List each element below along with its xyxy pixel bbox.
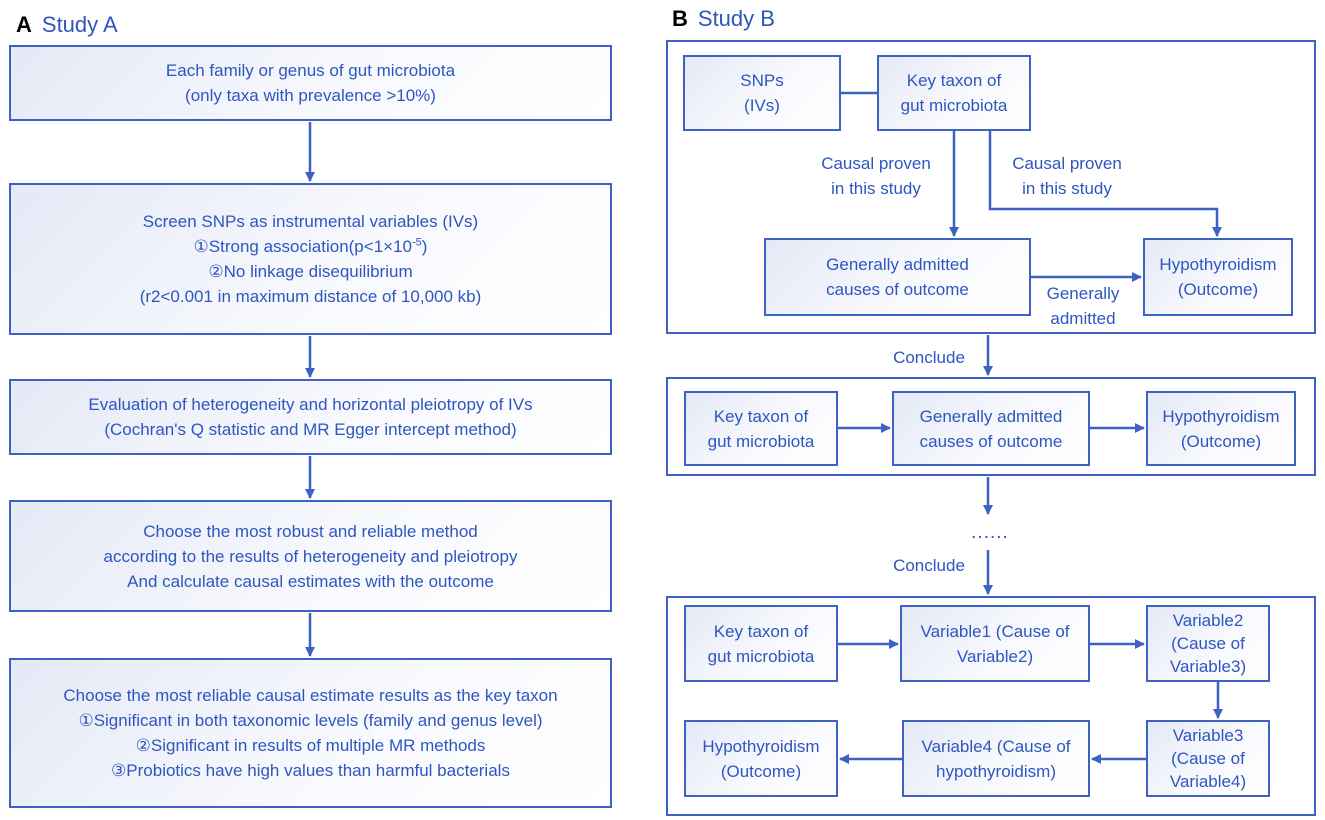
variable1-box: Variable1 (Cause of Variable2) bbox=[900, 605, 1090, 682]
step1-line: Each family or genus of gut microbiota bbox=[165, 61, 456, 80]
admitted-causes-box-top: Generally admitted causes of outcome bbox=[764, 238, 1031, 316]
conclude-label-1: Conclude bbox=[893, 348, 965, 367]
hypothyroidism-line: (Outcome) bbox=[720, 761, 802, 781]
step5-line: ③Probiotics have high values than harmfu… bbox=[111, 761, 510, 780]
hypothyroidism-box-middle: Hypothyroidism (Outcome) bbox=[1146, 391, 1296, 466]
key-taxon-box-middle: Key taxon of gut microbiota bbox=[684, 391, 838, 466]
variable4-line: Variable4 (Cause of bbox=[921, 736, 1071, 756]
generally-admitted-line: Generally bbox=[1046, 284, 1120, 303]
step2-exponent: -5 bbox=[411, 236, 422, 249]
step-evaluate-heterogeneity: Evaluation of heterogeneity and horizont… bbox=[9, 379, 612, 455]
step2-line: ②No linkage disequilibrium bbox=[208, 262, 413, 281]
hypothyroidism-line: Hypothyroidism bbox=[1162, 406, 1280, 426]
step2-line: Screen SNPs as instrumental variables (I… bbox=[142, 212, 479, 231]
key-taxon-line: Key taxon of bbox=[713, 406, 809, 426]
step-choose-key-taxon: Choose the most reliable causal estimate… bbox=[9, 658, 612, 808]
variable3-box: Variable3 (Cause of Variable4) bbox=[1146, 720, 1270, 797]
ellipsis: ...... bbox=[971, 522, 1009, 543]
causal-proven-label-right: Causal proven in this study bbox=[997, 151, 1137, 201]
key-taxon-box-bottom: Key taxon of gut microbiota bbox=[684, 605, 838, 682]
variable1-line: Variable2) bbox=[956, 646, 1034, 666]
step2-line: ①Strong association(p<1×10-5) bbox=[194, 234, 428, 259]
admitted-causes-line: causes of outcome bbox=[919, 431, 1063, 451]
variable3-line: Variable4) bbox=[1169, 772, 1247, 791]
step3-line: Evaluation of heterogeneity and horizont… bbox=[88, 395, 533, 414]
admitted-causes-line: Generally admitted bbox=[826, 255, 969, 274]
step-choose-method: Choose the most robust and reliable meth… bbox=[9, 500, 612, 612]
admitted-causes-line: causes of outcome bbox=[826, 280, 969, 299]
variable1-line: Variable1 (Cause of bbox=[920, 621, 1070, 641]
causal-proven-label-left: Causal proven in this study bbox=[806, 151, 946, 201]
generally-admitted-line: admitted bbox=[1050, 309, 1116, 328]
causal-right-line: Causal proven bbox=[1012, 154, 1122, 173]
variable2-box: Variable2 (Cause of Variable3) bbox=[1146, 605, 1270, 682]
step2-criterion1: ①Strong association(p<1×10 bbox=[193, 237, 412, 256]
causal-left-line: in this study bbox=[831, 179, 921, 198]
variable2-line: (Cause of bbox=[1171, 634, 1245, 653]
snps-line: (IVs) bbox=[744, 96, 780, 115]
study-b-title-text: Study B bbox=[697, 6, 775, 31]
key-taxon-line: gut microbiota bbox=[900, 96, 1008, 115]
hypothyroidism-box-bottom: Hypothyroidism (Outcome) bbox=[684, 720, 838, 797]
panel-letter-a: A bbox=[16, 12, 32, 37]
step5-line: ①Significant in both taxonomic levels (f… bbox=[78, 711, 543, 730]
variable4-line: hypothyroidism) bbox=[936, 761, 1056, 781]
key-taxon-line: gut microbiota bbox=[707, 431, 815, 451]
step5-line: Choose the most reliable causal estimate… bbox=[63, 686, 558, 705]
key-taxon-line: Key taxon of bbox=[713, 621, 809, 641]
hypothyroidism-line: (Outcome) bbox=[1180, 431, 1262, 451]
step-select-taxa: Each family or genus of gut microbiota (… bbox=[9, 45, 612, 121]
admitted-causes-box-middle: Generally admitted causes of outcome bbox=[892, 391, 1090, 466]
causal-right-line: in this study bbox=[1022, 179, 1112, 198]
step3-line: (Cochran's Q statistic and MR Egger inte… bbox=[104, 420, 517, 439]
study-b-title: B Study B bbox=[672, 6, 775, 32]
step4-line: And calculate causal estimates with the … bbox=[127, 571, 494, 591]
hypothyroidism-line: (Outcome) bbox=[1177, 280, 1259, 299]
arrow-taxon-to-outcome bbox=[988, 131, 1222, 237]
hypothyroidism-box-top: Hypothyroidism (Outcome) bbox=[1143, 238, 1293, 316]
panel-letter-b: B bbox=[672, 6, 688, 31]
variable3-line: (Cause of bbox=[1171, 749, 1245, 768]
step5-line: ②Significant in results of multiple MR m… bbox=[135, 736, 486, 755]
step1-line: (only taxa with prevalence >10%) bbox=[185, 86, 436, 105]
key-taxon-box-top: Key taxon of gut microbiota bbox=[877, 55, 1031, 131]
variable3-line: Variable3 bbox=[1172, 726, 1244, 745]
snps-box: SNPs (IVs) bbox=[683, 55, 841, 131]
snps-line: SNPs bbox=[740, 71, 784, 90]
step2-line: (r2<0.001 in maximum distance of 10,000 … bbox=[139, 287, 482, 306]
step2-criterion1-close: ) bbox=[421, 237, 428, 256]
causal-left-line: Causal proven bbox=[821, 154, 931, 173]
variable2-line: Variable2 bbox=[1172, 611, 1244, 630]
key-taxon-line: gut microbiota bbox=[707, 646, 815, 666]
generally-admitted-label: Generally admitted bbox=[1028, 281, 1138, 331]
variable4-box: Variable4 (Cause of hypothyroidism) bbox=[902, 720, 1090, 797]
step4-line: Choose the most robust and reliable meth… bbox=[143, 521, 478, 541]
admitted-causes-line: Generally admitted bbox=[919, 406, 1063, 426]
variable2-line: Variable3) bbox=[1169, 657, 1247, 676]
study-a-title: A Study A bbox=[16, 12, 118, 38]
step4-line: according to the results of heterogeneit… bbox=[103, 546, 518, 566]
key-taxon-line: Key taxon of bbox=[906, 71, 1002, 90]
hypothyroidism-line: Hypothyroidism bbox=[702, 736, 820, 756]
study-a-title-text: Study A bbox=[41, 12, 118, 37]
conclude-label-2: Conclude bbox=[893, 556, 965, 575]
hypothyroidism-line: Hypothyroidism bbox=[1159, 255, 1277, 274]
step-screen-snps: Screen SNPs as instrumental variables (I… bbox=[9, 183, 612, 335]
